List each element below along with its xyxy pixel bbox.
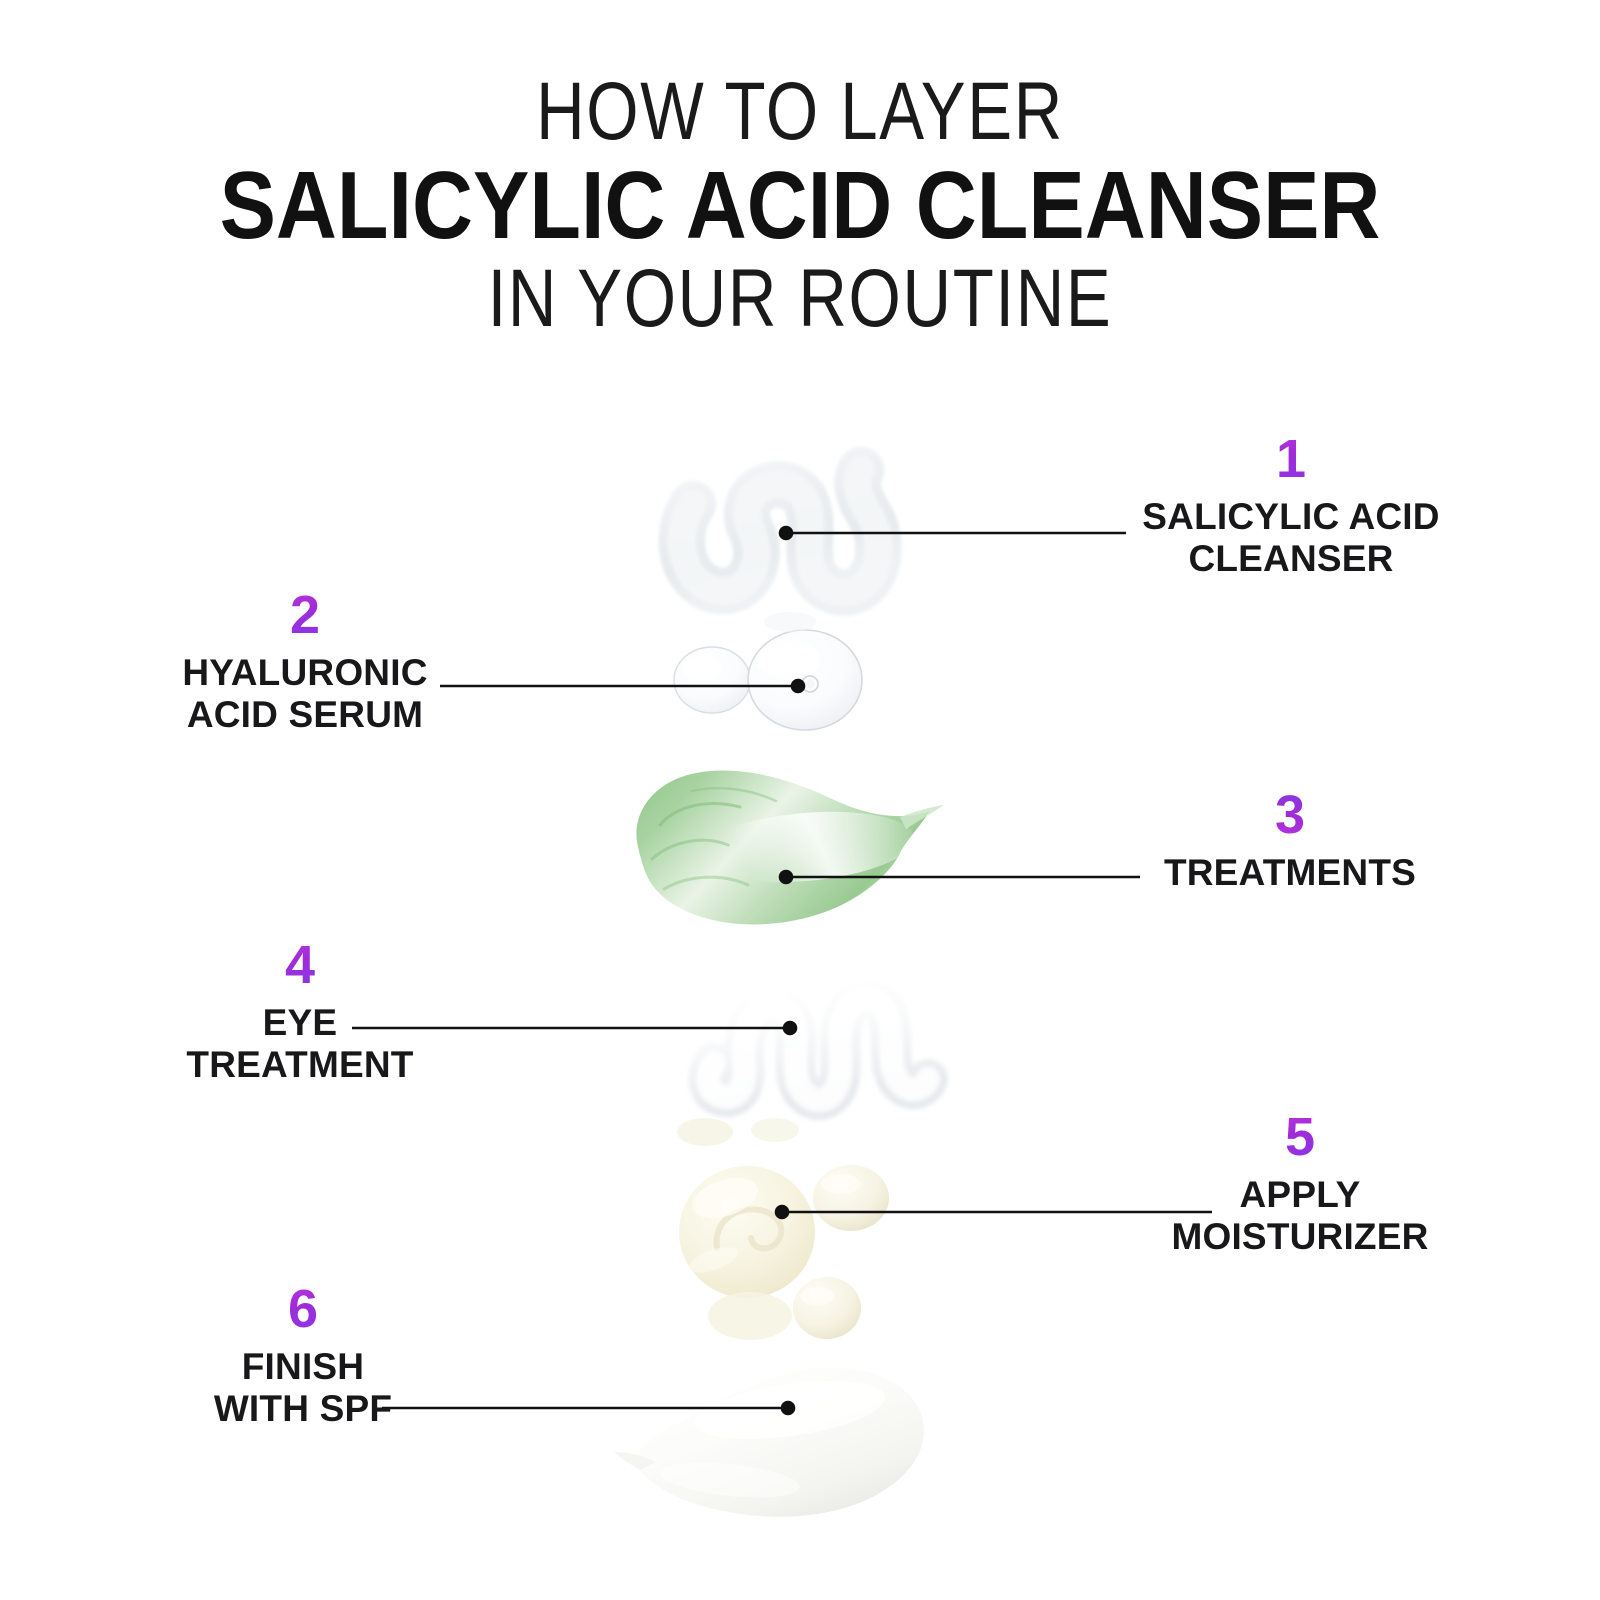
step-label-6: FINISH WITH SPF bbox=[213, 1346, 393, 1430]
step-label-5: APPLY MOISTURIZER bbox=[1171, 1174, 1429, 1258]
swatch-treatments bbox=[600, 755, 950, 940]
green-cream-smear-icon bbox=[636, 770, 944, 925]
step-number-3: 3 bbox=[1125, 788, 1455, 842]
white-lotion-teardrop-icon bbox=[614, 1292, 924, 1517]
title-line-1: HOW TO LAYER bbox=[536, 66, 1064, 157]
step-label-2: HYALURONIC ACID SERUM bbox=[182, 652, 428, 736]
step-label-1: SALICYLIC ACID CLEANSER bbox=[1142, 496, 1440, 580]
clear-gel-droplets-icon bbox=[673, 612, 863, 731]
page-title: HOW TO LAYER SALICYLIC ACID CLEANSER IN … bbox=[0, 66, 1600, 345]
swatch-eye-treatment bbox=[688, 945, 948, 1121]
step-1: 1 SALICYLIC ACID CLEANSER bbox=[1126, 432, 1456, 580]
swatch-finish-with-spf bbox=[610, 1292, 940, 1530]
step-number-2: 2 bbox=[155, 588, 455, 642]
step-number-1: 1 bbox=[1126, 432, 1456, 486]
step-number-5: 5 bbox=[1145, 1110, 1455, 1164]
step-label-4: EYE TREATMENT bbox=[186, 1002, 414, 1086]
cream-dollops-icon bbox=[677, 1118, 889, 1339]
step-5: 5 APPLY MOISTURIZER bbox=[1145, 1110, 1455, 1258]
white-cream-zigzag-icon bbox=[688, 979, 948, 1121]
swatch-salicylic-acid-cleanser bbox=[655, 430, 915, 620]
clear-gel-zigzag-icon bbox=[658, 446, 902, 616]
step-2: 2 HYALURONIC ACID SERUM bbox=[155, 588, 455, 736]
swatch-hyaluronic-acid-serum bbox=[670, 612, 890, 737]
title-line-3: IN YOUR ROUTINE bbox=[487, 253, 1113, 345]
step-4: 4 EYE TREATMENT bbox=[150, 938, 450, 1086]
step-number-6: 6 bbox=[158, 1282, 448, 1336]
step-6: 6 FINISH WITH SPF bbox=[158, 1282, 448, 1430]
step-label-3: TREATMENTS bbox=[1163, 852, 1417, 893]
step-number-4: 4 bbox=[150, 938, 450, 992]
swatch-apply-moisturizer bbox=[655, 1118, 915, 1340]
title-line-2: SALICYLIC ACID CLEANSER bbox=[219, 152, 1381, 260]
step-3: 3 TREATMENTS bbox=[1125, 788, 1455, 894]
